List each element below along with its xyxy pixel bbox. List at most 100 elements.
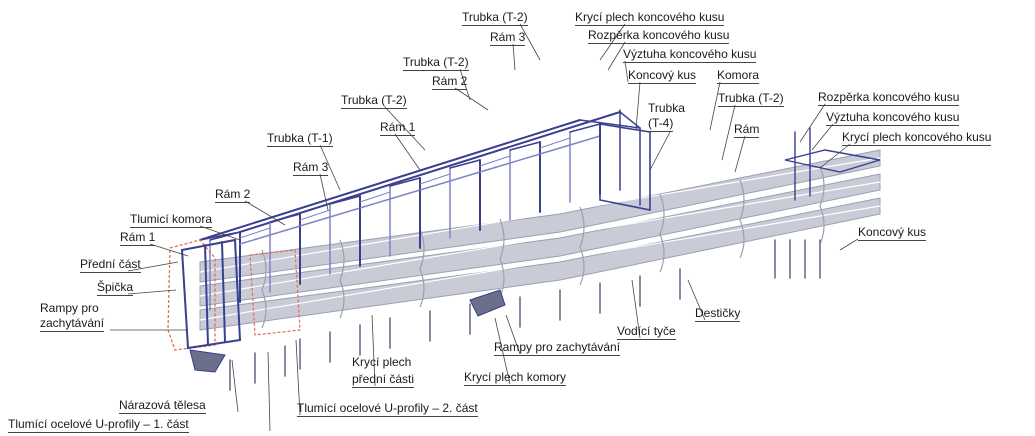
label-kryci-plech-komory: Krycí plech komory	[464, 370, 567, 386]
frame-top-cross	[509, 141, 541, 151]
leader-line	[635, 81, 641, 131]
rail-joint	[499, 218, 505, 298]
label-tlumici-komora: Tlumicí komora	[130, 212, 213, 228]
leader-line	[709, 81, 721, 131]
label-ram3-top: Rám 3	[490, 30, 526, 46]
leader-line	[734, 135, 746, 173]
leader-line	[721, 104, 736, 161]
leader-line	[819, 143, 851, 169]
leader-line	[371, 314, 376, 387]
bracing	[359, 191, 391, 203]
rail-highlight	[199, 205, 881, 321]
label-komora-top: Komora	[717, 68, 760, 84]
bracing	[299, 209, 331, 221]
front-frame	[180, 238, 242, 350]
rail-joint	[659, 193, 665, 273]
rail-joint	[579, 206, 585, 286]
frame-top-rail-front	[199, 119, 581, 241]
bracing	[239, 227, 271, 239]
rail-joint	[419, 228, 425, 308]
label-vodici-tyce: Vodící tyče	[617, 324, 676, 340]
leader-line	[687, 279, 706, 321]
leader-line	[454, 87, 489, 111]
front-post	[204, 244, 209, 346]
leader-line	[459, 68, 471, 101]
label-rozperka-right: Rozpěrka koncového kusu	[818, 90, 960, 106]
leader-line	[384, 106, 426, 151]
label-rozperka-top: Rozpěrka koncového kusu	[588, 28, 730, 44]
rail-joint	[739, 179, 745, 259]
label-trubka-t2-right: Trubka (T-2)	[718, 91, 784, 107]
label-trubka-t4-line2: (T-4)	[648, 116, 674, 132]
leader-line	[295, 339, 301, 416]
leader-line	[319, 173, 329, 211]
rail-band	[199, 197, 881, 331]
ramp-front	[189, 349, 226, 373]
label-rampy-pro-zachytavani: Rampy pro zachytávání	[494, 340, 621, 356]
label-kryci-plech-koncoveho-kusu-right: Krycí plech koncového kusu	[842, 130, 992, 146]
leader-line	[394, 133, 421, 171]
leader-line	[599, 23, 626, 61]
label-koncovy-kus-top: Koncový kus	[628, 68, 697, 84]
frame-top-cross	[209, 231, 241, 241]
label-desticky: Destičky	[695, 306, 741, 322]
label-ram1-top: Rám 1	[380, 120, 416, 136]
leader-line	[519, 23, 541, 61]
label-spicka: Špička	[97, 280, 134, 296]
leader-line	[127, 289, 177, 295]
frame-top-cross	[569, 123, 601, 133]
front-plate-outline	[249, 249, 301, 336]
rail-highlight	[199, 181, 881, 297]
leader-line	[811, 123, 834, 151]
label-u-profily-2: Tlumící ocelové U-profily – 2. část	[297, 401, 478, 417]
label-vyztuha-right: Výztuha koncového kusu	[826, 110, 960, 126]
leader-line	[624, 60, 629, 83]
label-ram1-left: Rám 1	[120, 230, 156, 246]
label-narazova-telesa: Nárazová tělesa	[119, 398, 206, 414]
label-rampy-line1: Rampy pro	[40, 301, 99, 315]
label-trubka-t2-c: Trubka (T-2)	[341, 93, 407, 109]
label-predni-cast: Přední část	[80, 257, 141, 273]
label-u-profily-1: Tlumící ocelové U-profily – 1. část	[8, 417, 189, 433]
leader-line	[839, 238, 859, 251]
rail-joint	[261, 249, 267, 329]
label-kryci-plech-predni-line1: Krycí plech	[352, 355, 412, 369]
right-end-cap	[784, 149, 881, 173]
leader-line	[631, 279, 641, 339]
label-vyztuha-top: Výztuha koncového kusu	[623, 47, 757, 63]
label-trubka-t2-b: Trubka (T-2)	[403, 55, 469, 71]
bracing	[539, 137, 571, 149]
rail-joint	[819, 165, 825, 245]
leader-line	[127, 261, 179, 272]
leader-line	[607, 41, 626, 71]
label-trubka-t2-top: Trubka (T-2)	[462, 10, 528, 26]
bracing	[479, 155, 511, 167]
frame-end-top	[579, 119, 641, 129]
leader-line	[267, 351, 271, 432]
leader-line	[319, 144, 341, 191]
label-trubka-t4-line1: Trubka	[648, 101, 685, 115]
bracing	[419, 173, 451, 185]
label-ram2-left: Rám 2	[215, 187, 251, 203]
label-koncovy-kus-right: Koncový kus	[858, 225, 927, 241]
label-trubka-t1: Trubka (T-1)	[267, 131, 333, 147]
leader-line	[494, 317, 511, 385]
leader-line	[231, 359, 239, 413]
rail-band	[199, 173, 881, 307]
label-ram2-top: Rám 2	[432, 74, 468, 90]
label-ram3-left: Rám 3	[293, 160, 329, 176]
leader-line	[505, 314, 521, 355]
label-kryci-plech-koncoveho-kusu-top: Krycí plech koncového kusu	[575, 10, 725, 26]
leader-line	[649, 131, 671, 171]
rail-band	[199, 149, 881, 283]
rail-joint	[339, 239, 345, 319]
label-rampy-line2: zachytávání	[40, 316, 105, 332]
leader-line	[799, 103, 826, 143]
ramp-middle	[469, 289, 506, 317]
label-ram-right: Rám	[734, 122, 760, 138]
rail-highlight	[199, 157, 881, 273]
frame-top-cross	[269, 213, 301, 223]
end-piece-box	[599, 123, 651, 211]
